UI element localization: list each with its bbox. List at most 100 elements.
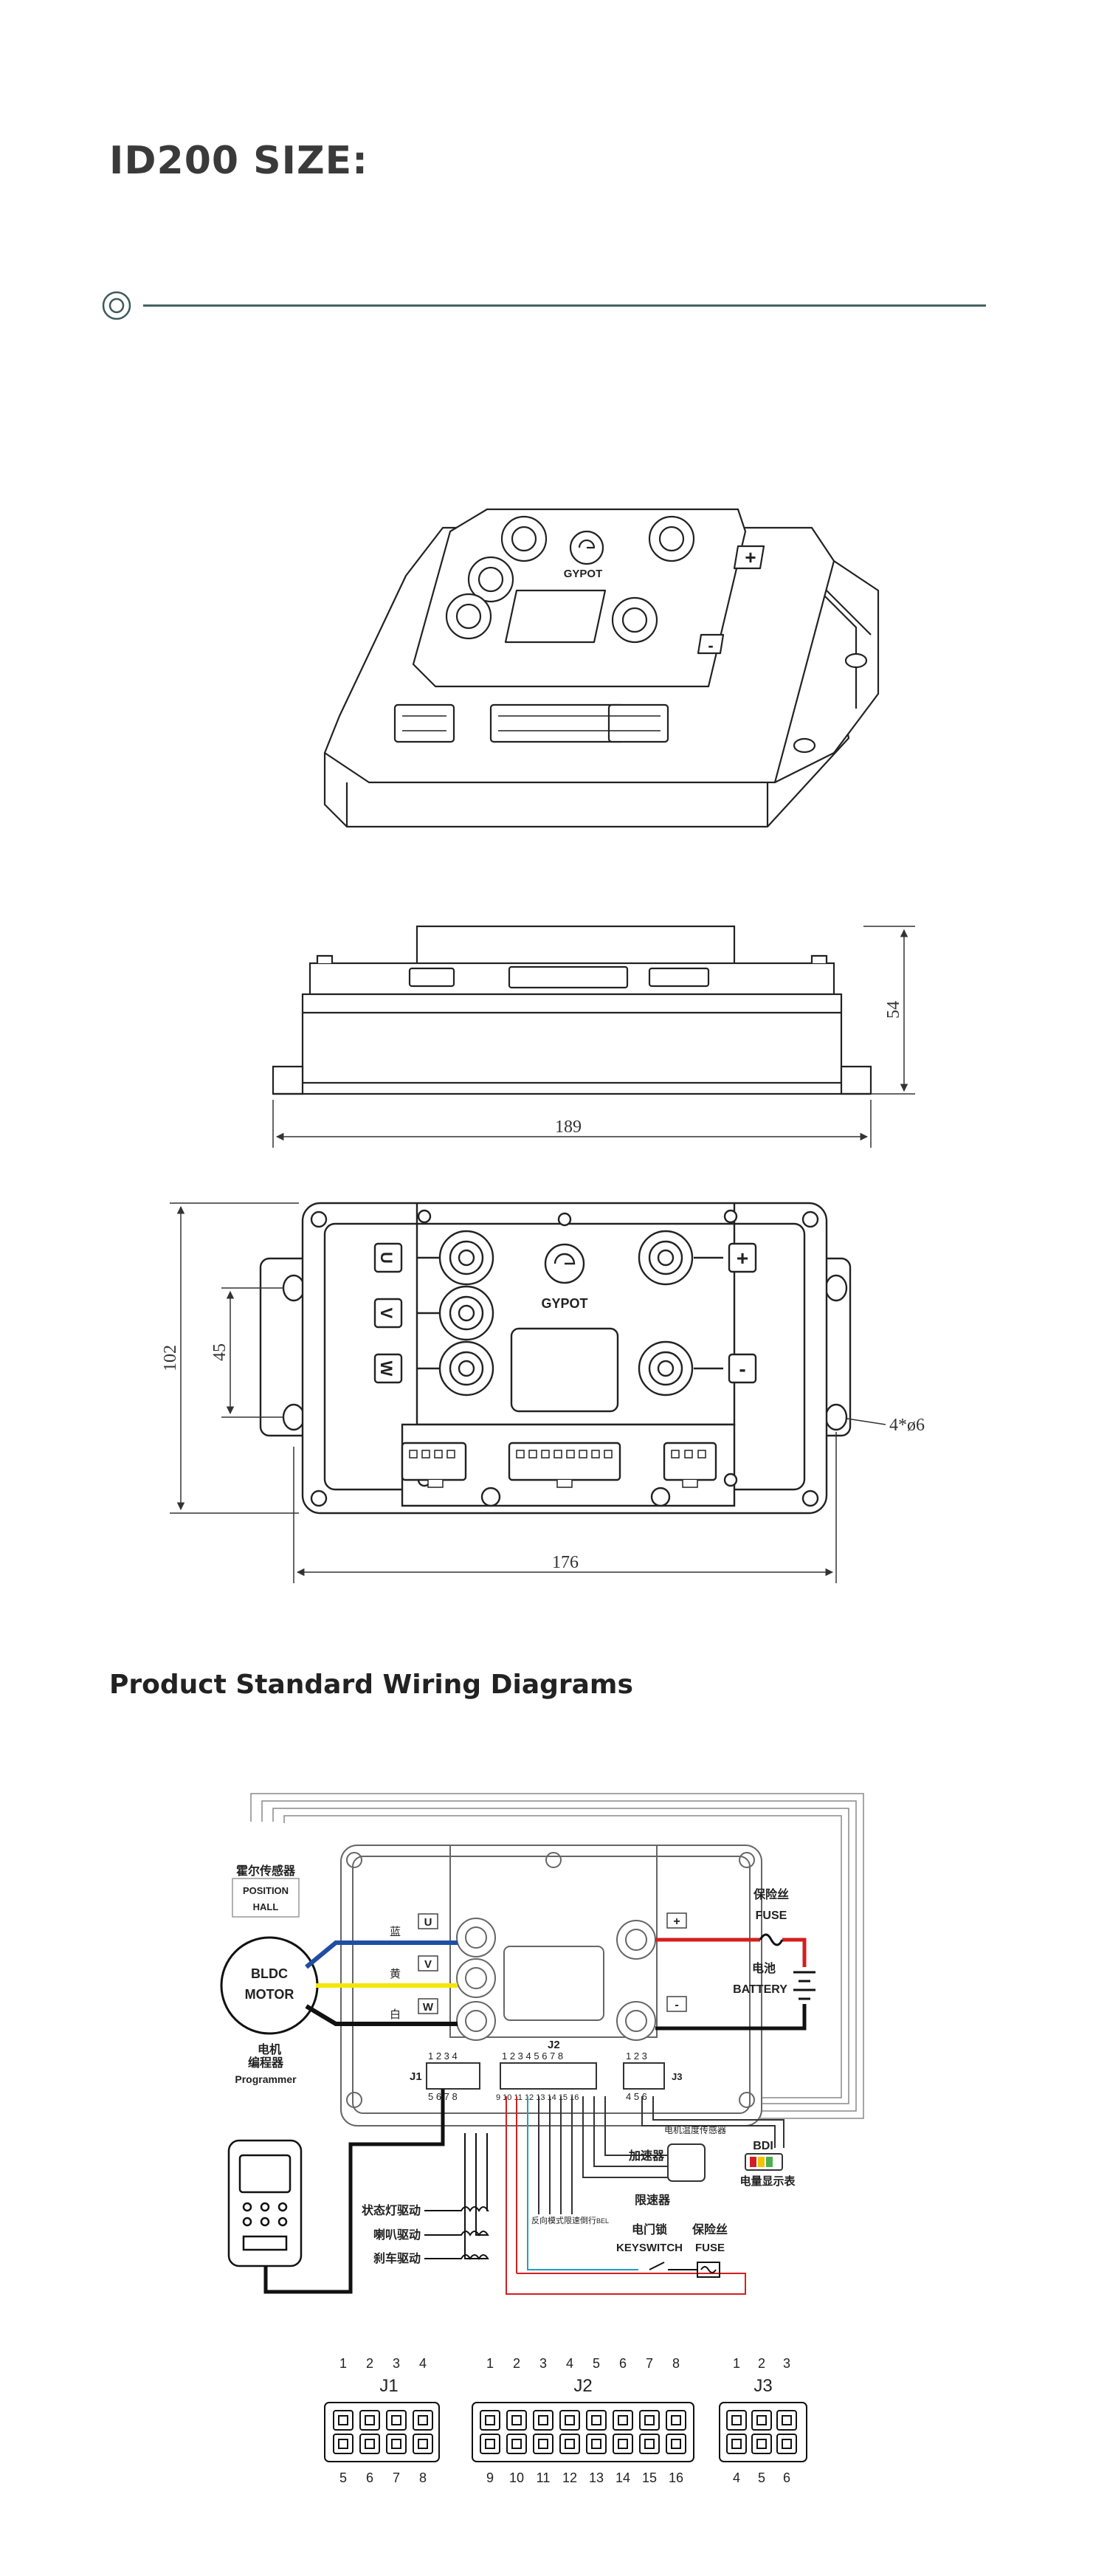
pin-number-j2-6: 6 [619, 2356, 627, 2371]
pin-number-j2-7: 7 [646, 2356, 653, 2371]
accelerator-label: 加速器 [628, 2149, 665, 2163]
side-body [301, 993, 843, 1084]
pin-number-j1-7: 7 [393, 2470, 400, 2485]
side-dimension-lines [272, 926, 915, 1148]
pin-socket-j3-4 [731, 2439, 742, 2449]
fuse-en-label: FUSE [756, 1909, 787, 1922]
divider-ring-icon [102, 291, 131, 320]
pin-number-j2-9: 9 [486, 2470, 494, 2485]
pin-number-j2-10: 10 [509, 2470, 524, 2485]
pin-socket-j2-7 [644, 2415, 655, 2425]
pin-socket-j2-12 [565, 2439, 575, 2449]
pin-socket-j2-11 [538, 2439, 548, 2449]
pin-socket-j2-8 [671, 2415, 681, 2425]
wiring-title: Product Standard Wiring Diagrams [109, 1670, 633, 1700]
hall-sensor [232, 1878, 300, 1918]
left-flange [259, 1257, 308, 1437]
pin-socket-j3-2 [756, 2415, 767, 2425]
battery-cn-label: 电池 [752, 1961, 776, 1975]
fuse-cn-label: 保险丝 [753, 1887, 789, 1901]
pin-number-j3-5: 5 [758, 2470, 765, 2485]
wiring-j2-label: J2 [548, 2039, 560, 2051]
iso-connectors [393, 703, 669, 743]
top-dimension-lines [170, 1202, 886, 1583]
wiring-controller [340, 1845, 762, 2126]
wiring-j2-bottom-pins: 9 10 11 12 13 14 15 16 [496, 2093, 579, 2102]
pin-number-j3-6: 6 [783, 2470, 790, 2485]
switch-1-label: 反向 [531, 2215, 548, 2225]
pin-number-j1-5: 5 [339, 2470, 347, 2485]
bdi-label: BDI [753, 2140, 773, 2152]
pin-socket-j1-7 [391, 2439, 401, 2449]
status-lamp-label: 状态灯驱动 [362, 2203, 421, 2217]
pin-socket-j3-3 [782, 2415, 792, 2425]
iso-minus-label: - [708, 636, 713, 655]
pin-number-j2-14: 14 [615, 2470, 630, 2485]
pin-number-j3-1: 1 [733, 2356, 740, 2371]
pin-socket-j2-9 [485, 2439, 495, 2449]
iso-label-window [504, 589, 607, 644]
phase-wires [305, 1940, 458, 2026]
connector-pinouts [324, 2402, 807, 2462]
iso-plus-label: + [745, 546, 756, 568]
pin-socket-j1-3 [391, 2415, 401, 2425]
pinout-j2 [472, 2402, 694, 2462]
motor-label-1: BLDC [251, 1966, 288, 1981]
holes-dimension: 4*ø6 [889, 1416, 925, 1435]
pin-socket-j2-10 [511, 2439, 522, 2449]
wiring-j3-bottom-pins: 4 5 6 [626, 2091, 647, 2102]
pin-number-j3-4: 4 [733, 2470, 740, 2485]
bdi-icon [750, 2157, 773, 2167]
programmer-en-label: Programmer [235, 2073, 297, 2085]
wiring-j3-label: J3 [672, 2071, 682, 2082]
size-title: ID200 SIZE: [109, 139, 368, 183]
pin-number-j2-11: 11 [537, 2470, 551, 2485]
motor-label-2: MOTOR [245, 1987, 294, 2002]
hall-cn-label: 霍尔传感器 [236, 1864, 296, 1878]
switch-5-label: BEL [596, 2217, 609, 2225]
hall-en-label-2: HALL [253, 1901, 279, 1912]
pin-number-j2-12: 12 [562, 2470, 577, 2485]
yellow-wire-label: 黄 [390, 1968, 401, 1980]
wiring-label-window [503, 1946, 604, 2021]
input-switches [506, 2096, 746, 2295]
pinout-j1 [324, 2402, 440, 2462]
driver-coils [424, 2133, 489, 2260]
keyswitch-cn-label: 电门锁 [632, 2222, 667, 2236]
pin-number-j2-4: 4 [566, 2356, 573, 2371]
pin-number-j2-15: 15 [642, 2470, 657, 2485]
pin-socket-j3-5 [756, 2439, 767, 2449]
isometric-view [323, 508, 880, 828]
pin-number-j2-3: 3 [539, 2356, 547, 2371]
pin-number-j1-3: 3 [393, 2356, 400, 2371]
hall-en-label-1: POSITION [243, 1885, 289, 1896]
motor-temp-label: 电机温度传感器 [664, 2124, 726, 2135]
pinout-j2-label: J2 [573, 2376, 592, 2396]
top-label-window [510, 1327, 619, 1413]
terminal-w-label: W [377, 1361, 396, 1377]
side-view [272, 925, 872, 1095]
pin-socket-j3-1 [731, 2415, 742, 2425]
switch-4-label: 倒行 [580, 2216, 596, 2225]
length-dimension: 189 [555, 1117, 582, 1137]
horn-label: 喇叭驱动 [373, 2228, 421, 2242]
pin-socket-j2-5 [591, 2415, 601, 2425]
wiring-harness-frame [250, 1793, 864, 2119]
top-view [259, 1202, 852, 1515]
motor-cn-label: 电机 [258, 2042, 281, 2056]
hole-spacing-dimension: 45 [210, 1343, 230, 1361]
fuse2-cn-label: 保险丝 [692, 2222, 728, 2236]
terminal-u-label: U [377, 1252, 396, 1264]
pin-number-j2-2: 2 [513, 2356, 520, 2371]
pin-socket-j1-5 [338, 2439, 348, 2449]
wiring-w-tag: W [423, 2001, 434, 2014]
programmer-cable [263, 2089, 445, 2294]
wiring-j1-top-pins: 1 2 3 4 [428, 2050, 458, 2062]
battery-en-label: BATTERY [733, 1983, 787, 1996]
iso-mount-hole [844, 652, 868, 669]
fuse2-en-label: FUSE [695, 2242, 725, 2254]
pinout-j3 [719, 2402, 807, 2462]
pin-socket-j3-6 [782, 2439, 792, 2449]
switch-2-label: 模式 [548, 2216, 564, 2225]
